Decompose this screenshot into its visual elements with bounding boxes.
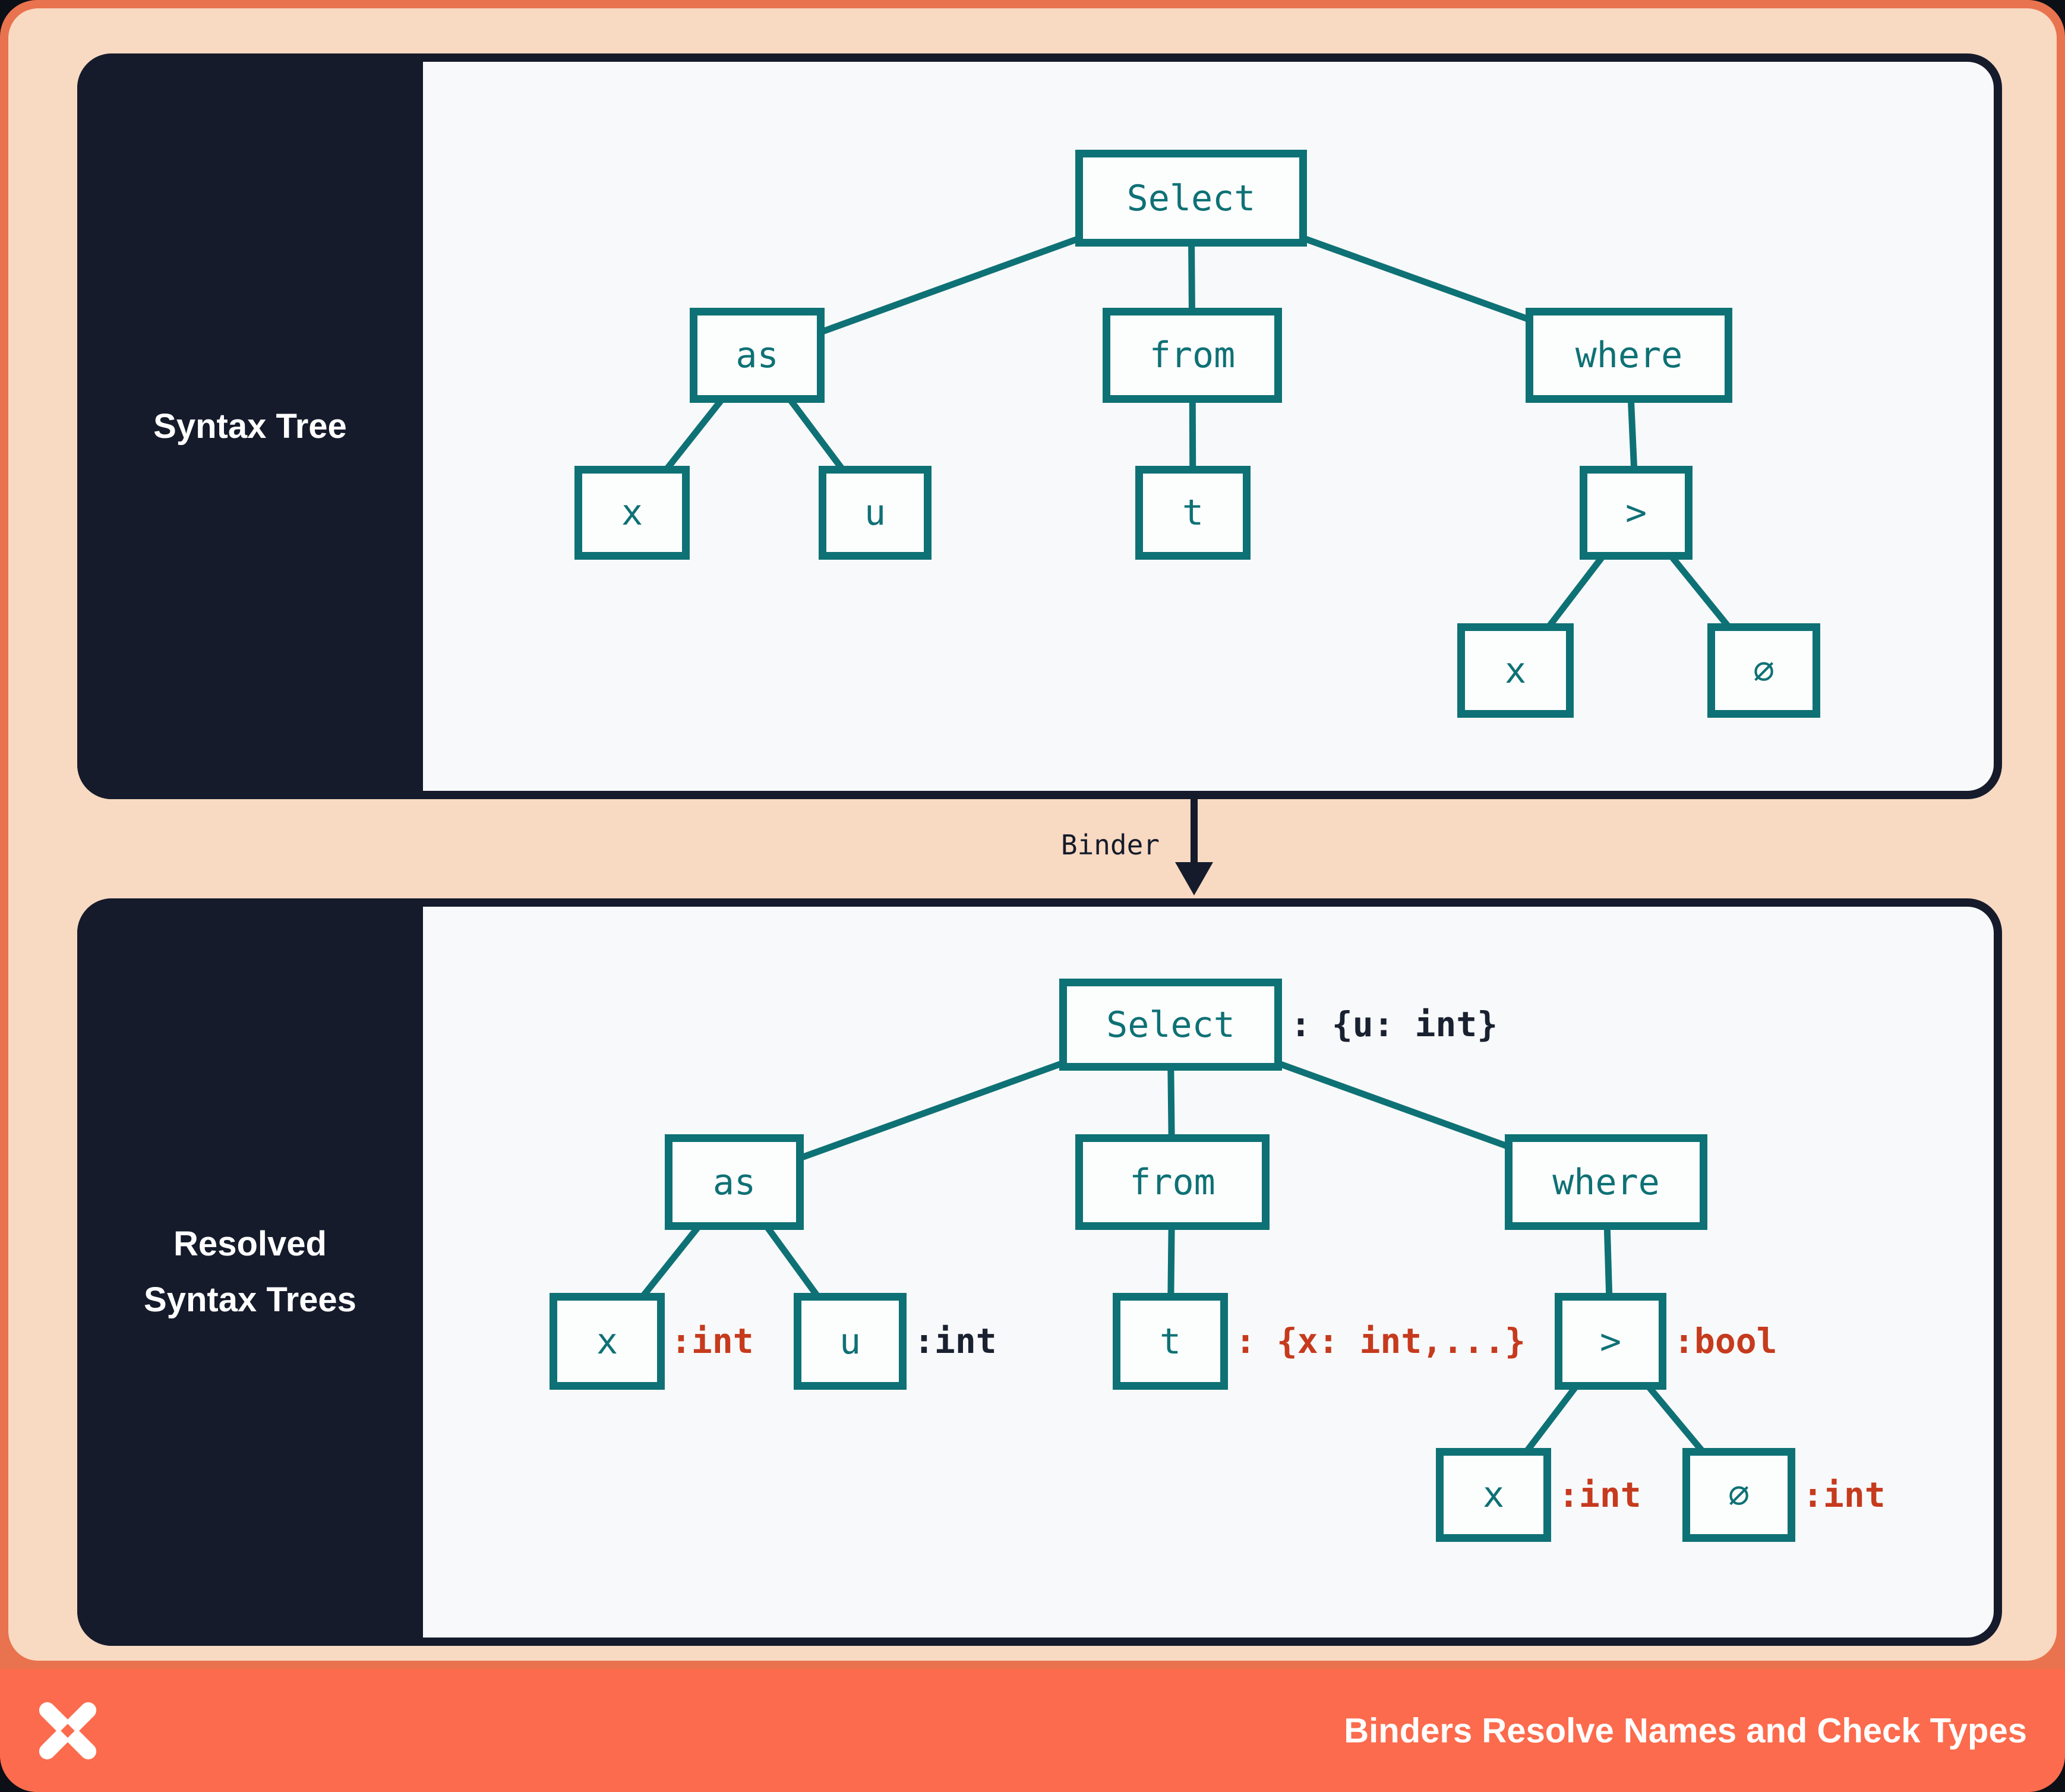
tree-node-greater-than: > [1580,466,1693,560]
type-annotation-t: : {x: int,...} [1235,1321,1526,1361]
tree-node-u: u [794,1293,907,1390]
type-annotation-zero: :int [1802,1475,1886,1515]
tree-node-x-2: x [1457,623,1574,718]
tree-node-zero: ∅ [1682,1448,1795,1542]
type-annotation-x-2: :int [1558,1475,1641,1515]
footer-title: Binders Resolve Names and Check Types [1344,1711,2027,1750]
tree-node-u: u [819,466,932,560]
binder-label: Binder [1060,829,1160,861]
type-annotation-greater-than: :bool [1674,1321,1777,1361]
type-annotation-u: :int [914,1321,997,1361]
tree-node-zero: ∅ [1707,623,1820,718]
tree-node-from: from [1075,1134,1270,1230]
panel-title: Syntax Tree [153,406,347,446]
tree-node-select: Select [1075,150,1307,247]
tree-node-t: t [1113,1293,1228,1390]
binder-arrow-line [1191,799,1198,866]
x-pinwheel-logo-icon [39,1702,97,1759]
binder-arrow-head [1175,862,1213,895]
resolved-syntax-trees-sidebar: Resolved Syntax Trees [77,898,423,1646]
syntax-tree-panel: Syntax Tree Select as from where x u t >… [77,53,2002,799]
panel-title: Resolved Syntax Trees [144,1216,356,1328]
tree-node-t: t [1135,466,1251,560]
panel-title-line1: Resolved [173,1225,327,1264]
tree-node-x-2: x [1436,1448,1551,1542]
tree-node-x: x [574,466,690,560]
tree-node-select: Select [1059,979,1282,1071]
tree-node-where: where [1505,1134,1707,1230]
type-annotation-select: : {u: int} [1290,1004,1498,1045]
footer-bar: Binders Resolve Names and Check Types [0,1669,2065,1792]
tree-node-from: from [1103,308,1282,403]
tree-node-where: where [1526,308,1732,403]
syntax-tree-sidebar: Syntax Tree [77,53,423,799]
resolved-syntax-trees-panel: Resolved Syntax Trees Select : {u: int} … [77,898,2002,1646]
tree-node-x: x [550,1293,665,1390]
tree-node-as: as [690,308,825,403]
type-annotation-x: :int [671,1321,754,1361]
tree-node-as: as [665,1134,804,1230]
tree-node-greater-than: > [1555,1293,1666,1390]
panel-title-line2: Syntax Trees [144,1280,356,1319]
